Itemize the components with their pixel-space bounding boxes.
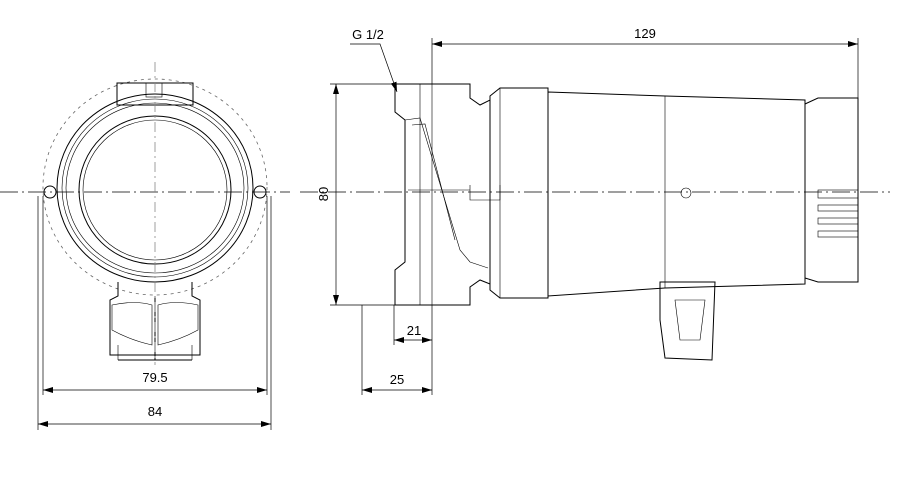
end-cap <box>804 97 859 283</box>
terminal-box-side <box>659 281 716 361</box>
label-80: 80 <box>316 187 331 201</box>
union-nut <box>489 87 549 299</box>
label-25: 25 <box>390 372 404 387</box>
label-129: 129 <box>634 26 656 41</box>
rotation-clearance-outline <box>42 78 268 296</box>
side-view: 129 80 21 25 G 1/2 <box>300 26 890 395</box>
label-thread: G 1/2 <box>352 27 384 42</box>
label-79-5: 79.5 <box>142 370 167 385</box>
thread-leader <box>350 43 398 93</box>
pump-housing-port <box>394 83 491 306</box>
front-view: 79.5 84 <box>0 62 290 430</box>
motor-body <box>547 91 806 297</box>
vent-screw <box>680 187 692 199</box>
label-21: 21 <box>407 323 421 338</box>
label-84: 84 <box>148 404 162 419</box>
